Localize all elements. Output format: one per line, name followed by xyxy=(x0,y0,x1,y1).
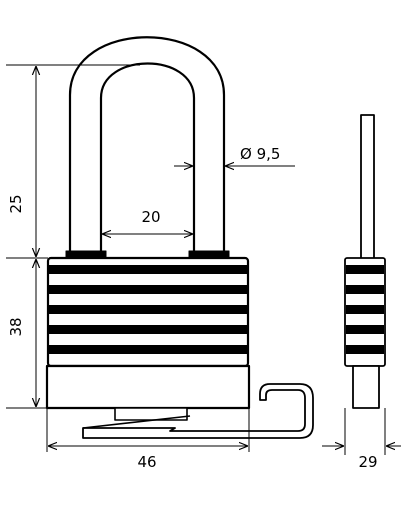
lock-body-base xyxy=(45,364,251,410)
dimension-lines xyxy=(6,64,401,455)
dim-label-body-height: 38 xyxy=(7,317,25,336)
key xyxy=(82,383,314,439)
dim-label-shackle-height: 25 xyxy=(7,194,25,213)
side-shackle xyxy=(360,114,375,261)
front-view xyxy=(45,36,314,439)
side-view xyxy=(344,114,386,409)
key-blade-edge xyxy=(82,415,191,429)
body-ribs xyxy=(49,265,247,354)
side-ribs xyxy=(346,265,384,354)
shackle-outer xyxy=(68,36,226,256)
dim-label-body-width: 46 xyxy=(137,453,156,471)
dim-label-diameter: Ø 9,5 xyxy=(240,145,280,163)
dim-label-depth: 29 xyxy=(358,453,377,471)
dim-label-inner-width: 20 xyxy=(141,208,160,226)
side-body-base xyxy=(352,365,380,409)
shackle-inner xyxy=(99,62,196,256)
